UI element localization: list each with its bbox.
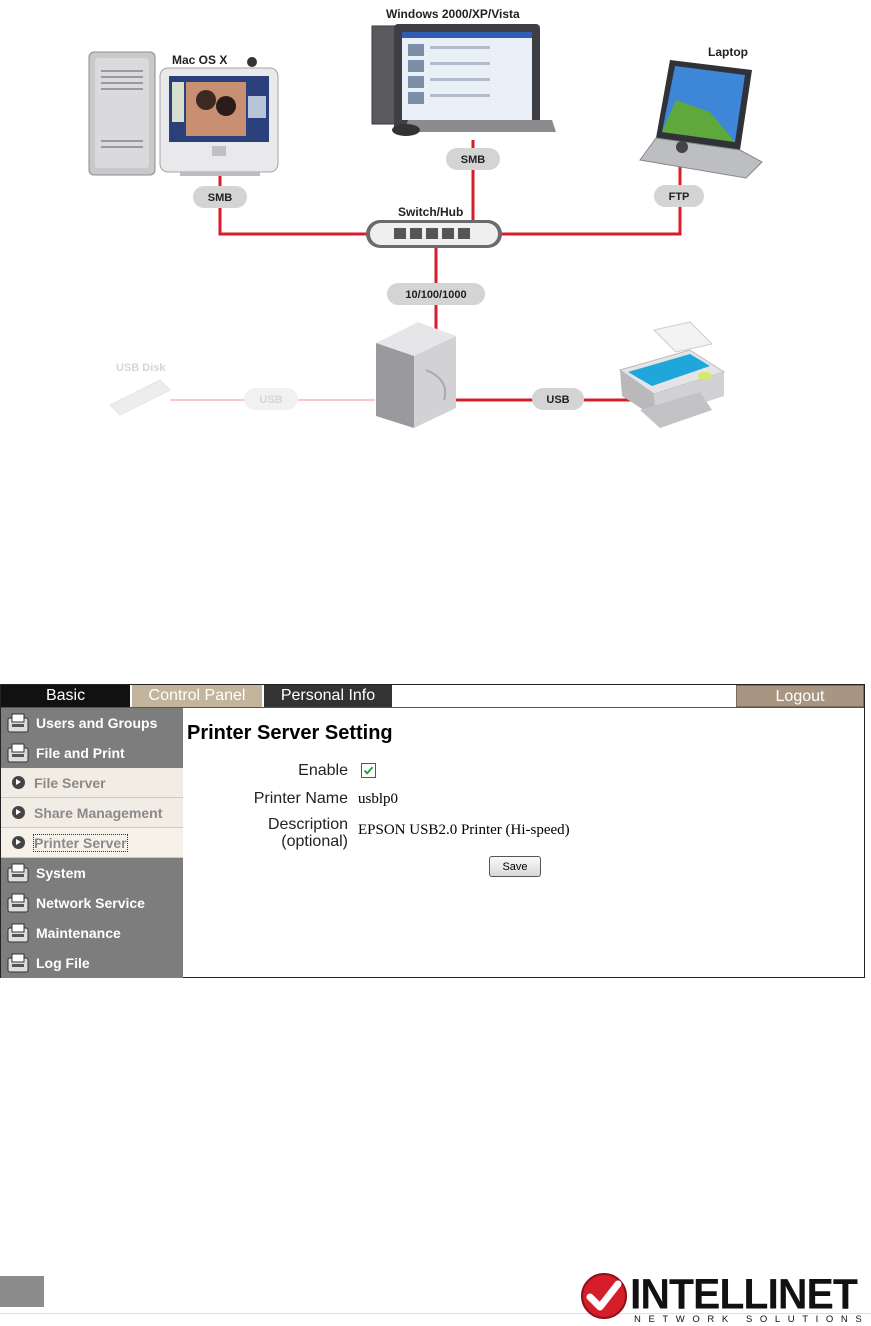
sidebar-item-file-and-print[interactable]: File and Print [1,738,183,768]
arrow-bullet-icon [12,836,25,849]
pill-usb-disk: USB [244,388,298,410]
logo-checkmark-icon [580,1272,628,1320]
pill-ftp-label: FTP [669,191,690,203]
switch-hub-icon [366,220,502,248]
pill-uplink: 10/100/1000 [387,283,485,305]
description-value: EPSON USB2.0 Printer (Hi-speed) [358,822,570,839]
network-diagram: Mac OS X Windows 2000/XP/Vista Laptop SM… [0,0,871,450]
mac-label: Mac OS X [172,53,227,67]
sidebar-item-label: Share Management [34,805,162,821]
sidebar-item-file-server[interactable]: File Server [1,768,183,798]
tab-personal-info[interactable]: Personal Info [264,685,392,707]
tab-control-panel[interactable]: Control Panel [132,685,262,707]
printer-name-label: Printer Name [254,790,348,808]
pill-smb-windows-label: SMB [461,154,486,166]
top-navigation-bar: Basic Control Panel Personal Info Logout [1,685,864,707]
sidebar-item-network-service[interactable]: Network Service [1,888,183,918]
pill-usb-printer: USB [532,388,584,410]
laptop-label: Laptop [708,45,748,59]
pill-smb-windows: SMB [446,148,500,170]
mac-monitor-icon [160,57,278,176]
sidebar-item-label: Log File [36,955,90,971]
sidebar-item-label: Maintenance [36,925,121,941]
sidebar-item-maintenance[interactable]: Maintenance [1,918,183,948]
save-button[interactable]: Save [489,856,541,877]
logo-subtext: NETWORK SOLUTIONS [634,1314,869,1325]
sidebar-item-label: Printer Server [34,835,127,851]
description-label: Description (optional) [268,816,348,850]
pill-usb-disk-label: USB [259,394,282,406]
logout-button[interactable]: Logout [736,685,864,707]
folder-printer-icon [6,922,32,944]
usb-disk-icon [110,380,170,415]
pill-uplink-label: 10/100/1000 [405,289,466,301]
usb-disk-label: USB Disk [116,362,166,374]
intellinet-logo: INTELLINET NETWORK SOLUTIONS [578,1270,868,1326]
tab-basic[interactable]: Basic [1,685,130,707]
description-label-line1: Description [268,816,348,833]
sidebar-menu: Users and Groups File and Print File Ser… [1,708,183,977]
sidebar-item-log-file[interactable]: Log File [1,948,183,978]
sidebar-item-label: Users and Groups [36,715,157,731]
printer-icon [620,322,724,428]
folder-printer-icon [6,712,32,734]
pill-smb-mac-label: SMB [208,192,233,204]
enable-checkbox[interactable] [361,763,376,778]
windows-label: Windows 2000/XP/Vista [386,7,520,21]
sidebar-item-share-management[interactable]: Share Management [1,798,183,828]
printer-name-value: usblp0 [358,791,398,808]
folder-printer-icon [6,862,32,884]
admin-panel: Basic Control Panel Personal Info Logout… [0,684,865,978]
sidebar-item-system[interactable]: System [1,858,183,888]
pill-smb-mac: SMB [193,186,247,208]
windows-pc-icon [372,24,556,136]
sidebar-item-label: System [36,865,86,881]
sidebar-item-printer-server[interactable]: Printer Server [1,828,183,858]
description-label-line2: (optional) [268,833,348,850]
page-number-marker [0,1276,44,1307]
folder-printer-icon [6,892,32,914]
folder-printer-icon [6,742,32,764]
checkmark-icon [362,764,375,777]
folder-printer-icon [6,952,32,974]
sidebar-item-label: File Server [34,775,106,791]
enable-label: Enable [298,762,348,780]
page-title: Printer Server Setting [187,722,393,745]
switch-label: Switch/Hub [398,205,463,219]
mac-pro-tower-icon [89,52,155,175]
pill-usb-printer-label: USB [546,394,569,406]
main-content: Printer Server Setting Enable Printer Na… [184,708,864,977]
nas-device-icon [376,322,456,428]
pill-ftp-laptop: FTP [654,185,704,207]
laptop-icon [640,60,762,178]
sidebar-item-label: File and Print [36,745,125,761]
arrow-bullet-icon [12,806,25,819]
line-laptop-switch [500,155,680,234]
sidebar-item-label: Network Service [36,895,145,911]
sidebar-item-users-and-groups[interactable]: Users and Groups [1,708,183,738]
logo-text: INTELLINET [630,1271,857,1317]
arrow-bullet-icon [12,776,25,789]
